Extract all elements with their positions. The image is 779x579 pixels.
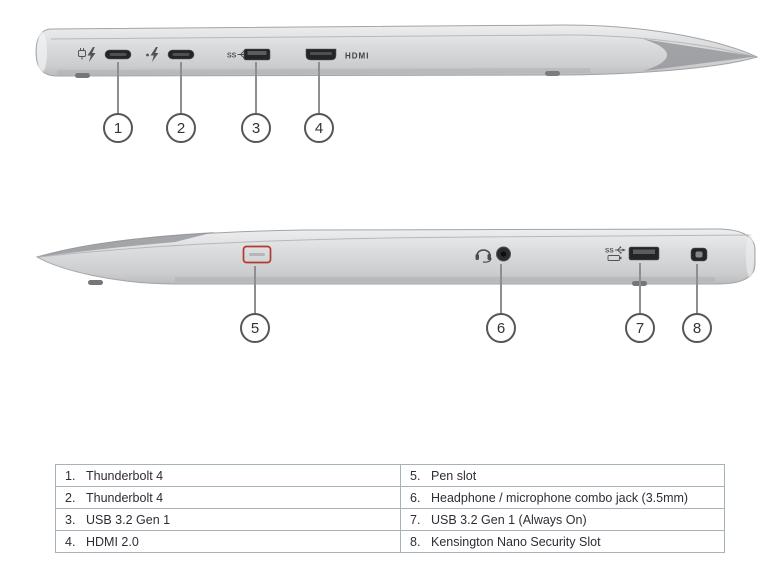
usb-a-port-tongue — [247, 51, 267, 55]
rear-wedge-shading — [643, 39, 756, 71]
legend-cell: 4. HDMI 2.0 — [55, 530, 401, 553]
rubber-foot — [88, 280, 103, 285]
table-row: 4. HDMI 2.0 8. Kensington Nano Security Sl… — [55, 530, 725, 553]
legend-label: USB 3.2 Gen 1 — [86, 512, 171, 527]
hdmi-port-inner — [310, 52, 332, 55]
callout-line-4 — [318, 62, 320, 114]
legend-label: Kensington Nano Security Slot — [431, 534, 601, 549]
table-row: 2. Thunderbolt 4 6. Headphone / microphone… — [55, 486, 725, 509]
callout-7: 7 — [625, 313, 655, 343]
underside-shading — [57, 68, 591, 75]
thunderbolt-icon — [150, 47, 159, 62]
pen-slot-highlight — [242, 245, 272, 264]
legend-number: 4. — [65, 534, 76, 549]
legend-number: 1. — [65, 468, 76, 483]
legend-label: HDMI 2.0 — [86, 534, 139, 549]
ss-usb-marking: SS — [227, 53, 237, 60]
hdmi-marking: HDMI — [345, 52, 369, 61]
power-plug-icon — [78, 48, 86, 60]
laptop-body — [35, 24, 759, 77]
legend-cell: 1. Thunderbolt 4 — [55, 464, 401, 487]
callout-3: 3 — [241, 113, 271, 143]
legend-cell: 6. Headphone / microphone combo jack (3.5… — [400, 486, 725, 509]
legend-number: 2. — [65, 490, 76, 505]
legend-number: 8. — [410, 534, 421, 549]
legend-label: USB 3.2 Gen 1 (Always On) — [431, 512, 587, 527]
rubber-foot — [75, 73, 90, 78]
legend-cell: 3. USB 3.2 Gen 1 — [55, 508, 401, 531]
callout-line-2 — [180, 62, 182, 114]
callout-5: 5 — [240, 313, 270, 343]
front-edge-highlight — [37, 32, 47, 72]
callout-4: 4 — [304, 113, 334, 143]
legend-cell: 5. Pen slot — [400, 464, 725, 487]
audio-jack-hole — [500, 251, 507, 257]
callout-number: 4 — [314, 119, 324, 137]
front-wedge-shading — [37, 232, 215, 257]
legend-number: 5. — [410, 468, 421, 483]
callout-line-5 — [254, 266, 256, 314]
table-row: 3. USB 3.2 Gen 1 7. USB 3.2 Gen 1 (Always … — [55, 508, 725, 531]
dot-marking — [146, 53, 149, 57]
legend-cell: 7. USB 3.2 Gen 1 (Always On) — [400, 508, 725, 531]
legend-label: Pen slot — [431, 468, 477, 483]
usb-trident-icon — [615, 246, 626, 254]
legend-table: 1. Thunderbolt 4 5. Pen slot 2. Thunderbolt… — [55, 464, 725, 553]
callout-number: 8 — [692, 319, 702, 337]
callout-line-6 — [500, 264, 502, 314]
usb-c-port-1-tongue — [109, 53, 127, 56]
legend-number: 6. — [410, 490, 421, 505]
underside-shading — [175, 277, 715, 282]
callout-line-1 — [117, 62, 119, 114]
legend-cell: 8. Kensington Nano Security Slot — [400, 530, 725, 553]
legend-cell: 2. Thunderbolt 4 — [55, 486, 401, 509]
callout-6: 6 — [486, 313, 516, 343]
lid-seam — [38, 234, 752, 258]
legend-label: Thunderbolt 4 — [86, 468, 164, 483]
table-row: 1. Thunderbolt 4 5. Pen slot — [55, 464, 725, 487]
usb-a-always-on-tongue — [633, 249, 655, 254]
callout-line-7 — [639, 263, 641, 314]
callout-number: 1 — [113, 119, 123, 137]
laptop-right-side-illustration: SS — [35, 228, 756, 286]
legend-number: 7. — [410, 512, 421, 527]
callout-number: 7 — [635, 319, 645, 337]
battery-always-on-icon — [607, 255, 622, 261]
callout-line-8 — [696, 264, 698, 314]
rear-edge-highlight — [746, 234, 754, 278]
callout-8: 8 — [682, 313, 712, 343]
callout-2: 2 — [166, 113, 196, 143]
callout-1: 1 — [103, 113, 133, 143]
callout-number: 3 — [251, 119, 261, 137]
legend-label: Headphone / microphone combo jack (3.5mm… — [431, 490, 689, 505]
callout-number: 5 — [250, 319, 260, 337]
headset-icon — [475, 249, 492, 263]
thunderbolt-icon — [87, 47, 96, 62]
rubber-foot — [545, 71, 560, 76]
kensington-slot-hole — [695, 251, 703, 258]
usb-c-port-2-tongue — [172, 53, 190, 56]
callout-line-3 — [255, 62, 257, 114]
lid-seam — [50, 34, 752, 57]
callout-number: 2 — [176, 119, 186, 137]
laptop-left-side-illustration: SS HDMI — [35, 24, 759, 78]
callout-number: 6 — [496, 319, 506, 337]
legend-label: Thunderbolt 4 — [86, 490, 164, 505]
pen-slot-inner — [249, 253, 265, 256]
legend-number: 3. — [65, 512, 76, 527]
ss-usb-marking: SS — [605, 248, 614, 255]
